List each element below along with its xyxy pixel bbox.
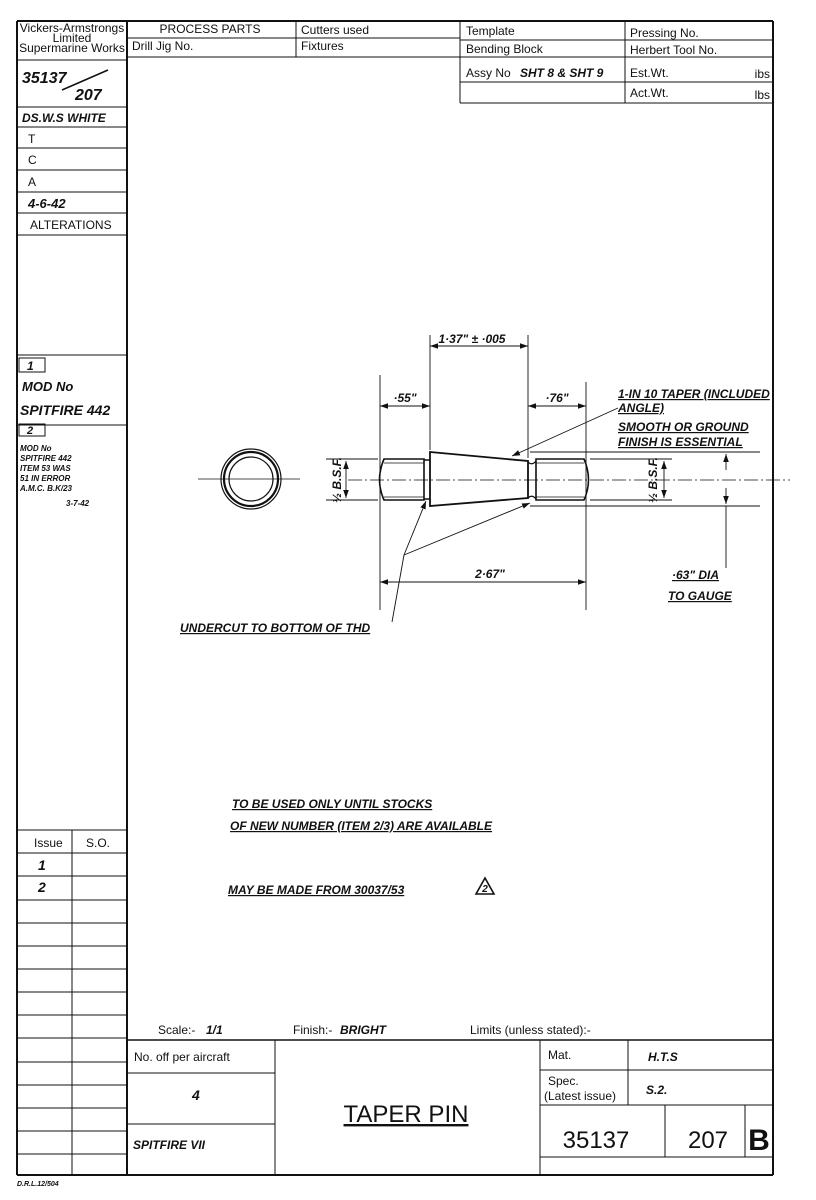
svg-text:ITEM 53 WAS: ITEM 53 WAS [20,464,71,473]
spec-value: S.2. [646,1083,667,1097]
finish-value: BRIGHT [340,1023,388,1037]
issue-2: 2 [37,879,46,895]
svg-text:1-IN 10 TAPER (INCLUDED: 1-IN 10 TAPER (INCLUDED [618,387,770,401]
scale-value: 1/1 [206,1023,223,1037]
cutters-used-label: Cutters used [301,23,369,37]
est-wt-unit: ibs [755,67,770,81]
checker-label: C [28,153,37,167]
overall-length: 2·67" [474,567,505,581]
alteration-1-number: 1 [27,359,34,373]
left-thread-length: ·55" [393,391,416,405]
aircraft-type: SPITFIRE VII [133,1138,206,1152]
spec-latest-issue: (Latest issue) [544,1089,616,1103]
company-name: Vickers-Armstrongs [20,21,124,35]
scale-label: Scale:- [158,1023,195,1037]
revision-letter: B [748,1124,770,1157]
title-block-grid [127,1039,773,1175]
drawn-by: DS.W.S WHITE [22,111,107,125]
part-number: 35137 [563,1127,630,1154]
svg-text:SPITFIRE 442: SPITFIRE 442 [20,454,72,463]
right-thread-length: ·76" [545,391,568,405]
taper-note: 1-IN 10 TAPER (INCLUDED ANGLE) SMOOTH OR… [617,387,770,449]
svg-text:A.M.C. B.K/23: A.M.C. B.K/23 [19,484,73,493]
left-thread-size: ½ B.S.F. [330,457,344,503]
process-parts-label: PROCESS PARTS [160,22,261,36]
no-off-value: 4 [191,1087,200,1103]
alteration-1-line2: SPITFIRE 442 [20,402,110,418]
alteration-2-note: MOD No SPITFIRE 442 ITEM 53 WAS 51 IN ER… [19,444,90,508]
spec-label: Spec. [548,1074,579,1088]
alteration-2-number: 2 [26,425,33,437]
bending-block-label: Bending Block [466,42,544,56]
material-label: Mat. [548,1048,571,1062]
header-grid [17,21,773,104]
undercut-note: UNDERCUT TO BOTTOM OF THD [180,621,371,635]
alternative-material-note: MAY BE MADE FROM 30037/53 [228,883,405,897]
company-limited: Limited [53,31,92,45]
svg-text:·63" DIA: ·63" DIA [672,568,719,582]
est-wt-label: Est.Wt. [630,66,669,80]
tracer-label: T [28,132,36,146]
act-wt-label: Act.Wt. [630,86,669,100]
act-wt-unit: lbs [755,88,770,102]
svg-text:OF NEW NUMBER (ITEM 2/3) ARE A: OF NEW NUMBER (ITEM 2/3) ARE AVAILABLE [230,819,493,833]
svg-text:51 IN ERROR: 51 IN ERROR [20,474,70,483]
company-works: Supermarine Works [19,41,125,55]
so-column-label: S.O. [86,836,110,850]
pressing-no-label: Pressing No. [630,26,699,40]
approver-label: A [28,175,36,189]
sheet-frame [16,20,774,1176]
material-value: H.T.S [648,1050,678,1064]
form-code: D.R.L.12/504 [17,1181,59,1188]
right-thread-size: ½ B.S.F. [646,457,660,503]
end-view [198,448,300,510]
svg-text:SMOOTH OR GROUND: SMOOTH OR GROUND [618,420,749,434]
alteration-1-line1: MOD No [22,379,73,394]
drill-jig-label: Drill Jig No. [132,39,193,53]
drawing-number-bottom: 207 [74,87,103,104]
company-block: Vickers-Armstrongs Limited Supermarine W… [19,21,125,55]
part-suffix: 207 [688,1127,728,1154]
dimension-lines [326,335,760,623]
limits-label: Limits (unless stated):- [470,1023,591,1037]
assy-label: Assy No [466,66,511,80]
svg-text:MOD No: MOD No [20,444,52,453]
template-label: Template [466,24,515,38]
svg-text:3-7-42: 3-7-42 [66,499,90,508]
assy-value: SHT 8 & SHT 9 [520,66,604,80]
taper-length-dimension: 1·37" ± ·005 [439,332,506,346]
svg-text:ANGLE): ANGLE) [617,401,664,415]
svg-text:TO BE USED ONLY UNTIL STOCKS: TO BE USED ONLY UNTIL STOCKS [232,797,432,811]
herbert-tool-label: Herbert Tool No. [630,43,717,57]
left-column-grid [17,106,127,1175]
issue-column-label: Issue [34,836,63,850]
drawing-number-top: 35137 [22,70,68,87]
part-title: TAPER PIN [344,1101,469,1128]
diameter-note: ·63" DIA TO GAUGE [668,568,733,603]
stock-note: TO BE USED ONLY UNTIL STOCKS OF NEW NUMB… [230,797,493,833]
drawing-date: 4-6-42 [27,196,66,211]
svg-text:TO GAUGE: TO GAUGE [668,589,733,603]
finish-label: Finish:- [293,1023,332,1037]
side-view [348,451,790,507]
svg-text:2: 2 [481,884,488,895]
no-off-label: No. off per aircraft [134,1050,230,1064]
fixtures-label: Fixtures [301,39,344,53]
revision-flag: 2 [474,876,496,895]
issue-1: 1 [38,857,46,873]
svg-text:FINISH IS ESSENTIAL: FINISH IS ESSENTIAL [618,435,743,449]
alterations-heading: ALTERATIONS [30,218,112,232]
